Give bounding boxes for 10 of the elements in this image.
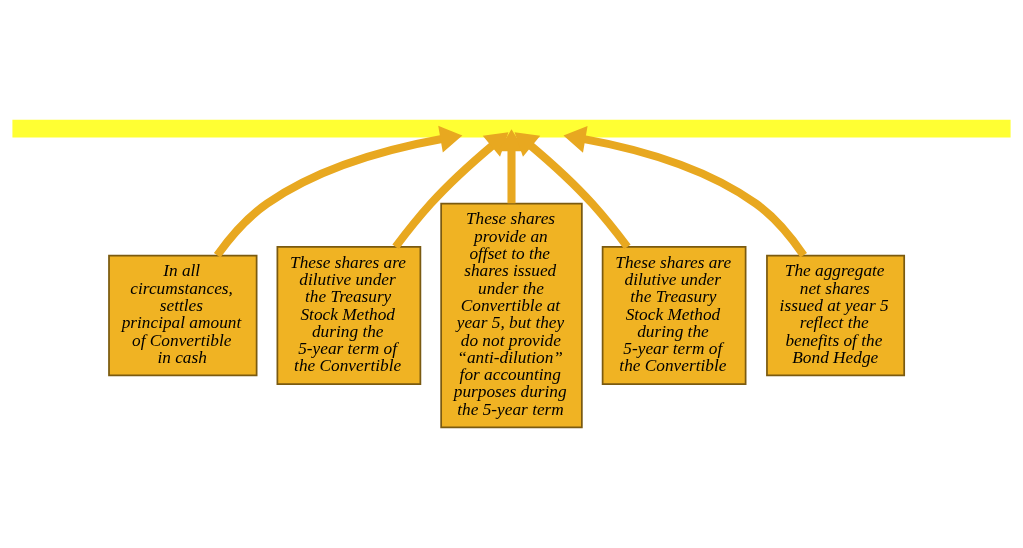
arrow <box>213 125 463 258</box>
arrow <box>392 132 509 250</box>
node-box: In all circumstances, settles principal amount of Convertible in cash <box>108 254 258 377</box>
node-box: The aggregate net shares issued at year 5 reflect the benefits of the Bond Hedge <box>766 254 906 377</box>
arrow <box>514 132 631 250</box>
node-box: These shares are dilutive under the Treasury Stock Method during the 5-year term of the Convertible <box>601 246 747 385</box>
node-bar <box>12 119 1011 138</box>
arrow <box>563 125 807 258</box>
node-box: These shares are dilutive under the Treasury Stock Method during the 5-year term of the Convertible <box>276 246 422 385</box>
node-box: These shares provide an offset to the shares issued under the Convertible at year 5, but they do not provide “anti-dilution” for accounting purposes during the 5-year term <box>440 202 583 429</box>
